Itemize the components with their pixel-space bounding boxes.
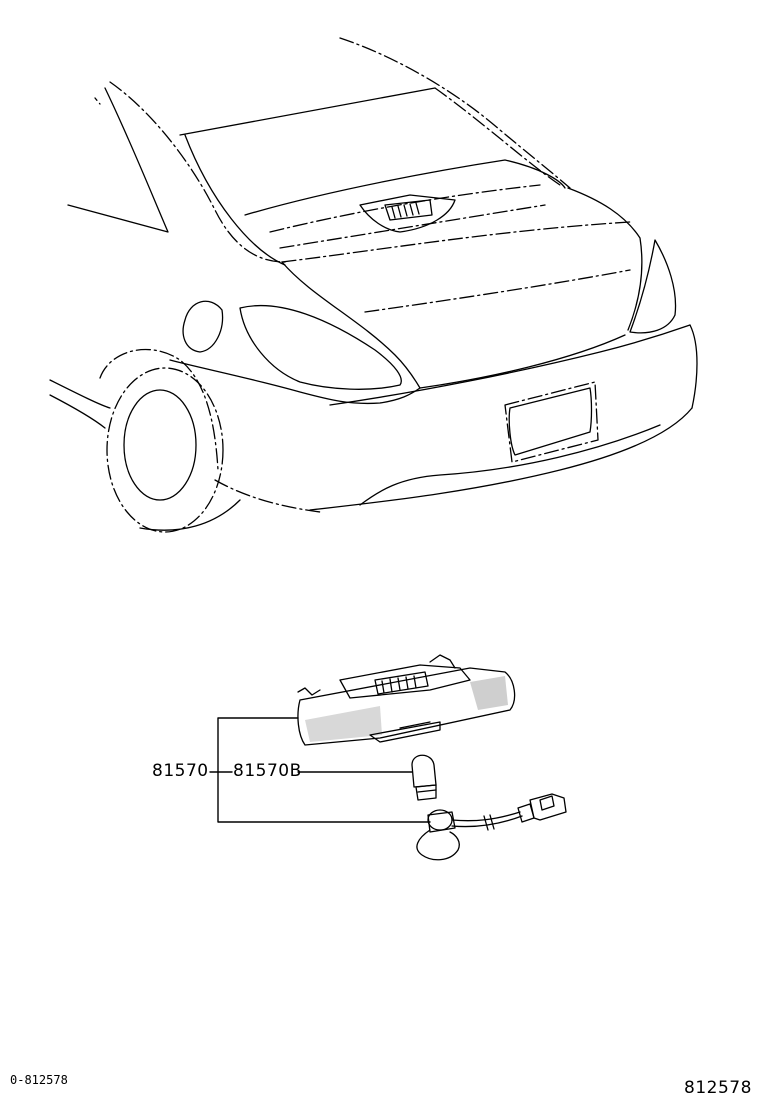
spoiler-top (244, 159, 566, 216)
lamp-lens-shade-right (470, 676, 508, 710)
spoiler-lower (269, 184, 541, 233)
stop-light-assembly (297, 654, 516, 746)
tail-light-right (629, 239, 677, 334)
lamp-vent (374, 671, 429, 695)
trunk-left-edge (281, 261, 421, 389)
socket-flange (427, 811, 456, 833)
tail-light-left (239, 304, 402, 390)
license-plate (508, 387, 593, 456)
lamp-lens-shade (305, 706, 382, 742)
lamp-top-cover (339, 664, 471, 699)
car-stop-light (359, 194, 456, 233)
spoiler-mid (279, 204, 546, 249)
leader-bracket (217, 717, 431, 823)
trunk-top-edge (281, 221, 631, 263)
bumper-lower (309, 407, 693, 511)
wheel-arch (99, 348, 219, 471)
wheel-rim (123, 389, 197, 501)
wheel-tire (106, 367, 224, 533)
bulb-glass (411, 754, 437, 788)
lamp-lower-bracket (369, 721, 441, 743)
c-pillar-left (67, 87, 169, 233)
lamp-vent-slots (381, 675, 417, 694)
body-left-side (49, 379, 111, 409)
fuel-door (182, 300, 224, 353)
bumper-top (329, 324, 691, 406)
bulb-base-ring (417, 789, 437, 793)
bumper-right (689, 324, 698, 409)
wheel-tire-bottom (139, 499, 241, 531)
bumper-groove (359, 424, 661, 506)
connector-tab (539, 795, 555, 811)
bulb (411, 754, 437, 801)
roof-left-edge (109, 81, 286, 263)
body-lower-left (214, 479, 321, 513)
roof-left-dashed (94, 97, 101, 105)
body-left-shoulder (169, 359, 421, 405)
rear-quarter-left (184, 134, 286, 266)
footer-right-code: 812578 (684, 1078, 752, 1098)
rear-window-top (179, 87, 436, 136)
connector-body (529, 793, 567, 821)
roof-right-edge (339, 37, 571, 189)
bulb-base (415, 784, 437, 801)
trunk-inner-line (364, 269, 631, 313)
lamp-socket-hole (399, 721, 431, 729)
footer-left-code: 0-812578 (10, 1073, 68, 1087)
leader-lines (209, 717, 431, 823)
callout-81570: 81570 (152, 761, 209, 781)
callout-81570b: 81570B (233, 761, 302, 781)
body-left-side2 (49, 394, 106, 429)
wire-loop (416, 829, 460, 861)
car-stop-light-inner (384, 199, 433, 221)
lamp-clip-left (297, 687, 321, 696)
trunk-lower-edge (419, 334, 626, 389)
rear-window-top-right (434, 87, 561, 186)
socket-wire (416, 793, 567, 861)
wire-clip (483, 814, 495, 831)
car-stop-light-grid (391, 202, 420, 219)
car-rear-illustration (49, 37, 698, 533)
lamp-clip-right (429, 654, 456, 669)
trunk-right-edge (567, 187, 643, 331)
license-plate-recess (504, 381, 599, 463)
